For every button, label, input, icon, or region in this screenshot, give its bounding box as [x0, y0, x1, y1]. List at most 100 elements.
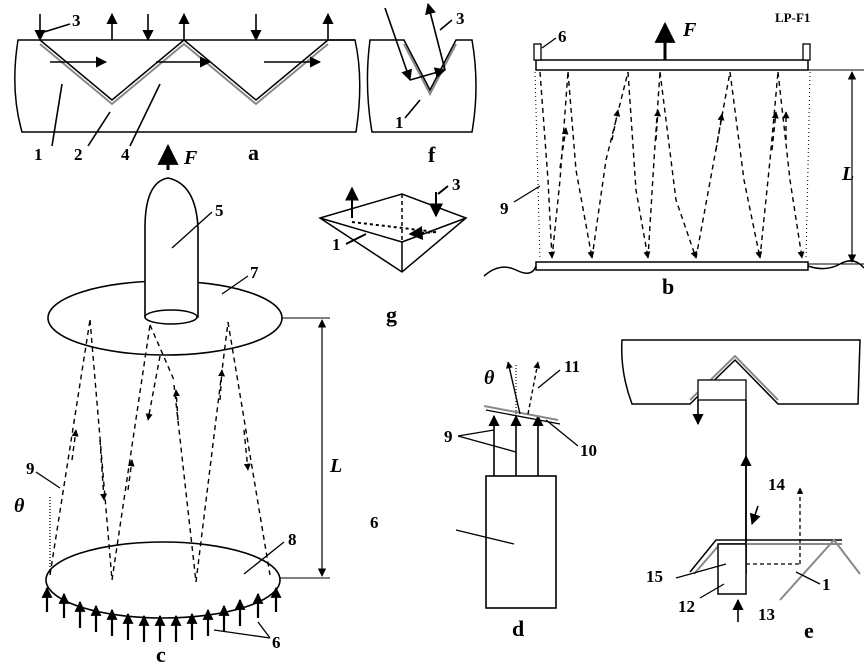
- leader-line: [795, 571, 821, 585]
- label-1: 1: [395, 113, 404, 132]
- leader-line: [221, 275, 249, 295]
- leader-line: [213, 629, 271, 639]
- panel-f-plate: [366, 39, 477, 133]
- leader-line: [129, 83, 161, 147]
- theta-label: θ: [14, 495, 25, 517]
- panel-e-letter: e: [804, 618, 814, 643]
- panel-a-letter: a: [248, 140, 259, 165]
- panel-f: 3 1 f: [366, 2, 477, 167]
- label-1: 1: [34, 145, 43, 164]
- sail-tab: [533, 43, 542, 61]
- label-3: 3: [72, 11, 81, 30]
- label-9: 9: [26, 459, 35, 478]
- beam-edge: [534, 71, 541, 261]
- leader-line: [699, 583, 725, 599]
- laser-array: [41, 586, 282, 642]
- panel-g-letter: g: [386, 302, 397, 327]
- incident-ray: [749, 505, 761, 526]
- label-13: 13: [758, 605, 775, 624]
- length-label: L: [841, 163, 854, 185]
- rocket-nozzle: [144, 309, 198, 325]
- panel-a-coating: [39, 42, 329, 106]
- leader-line: [675, 563, 727, 579]
- panel-e-upper-plate: [620, 339, 861, 405]
- leader-line: [541, 37, 557, 49]
- panel-f-coating: [403, 43, 457, 97]
- label-11: 11: [564, 357, 580, 376]
- panel-b-letter: b: [662, 274, 674, 299]
- leader-line: [87, 111, 111, 147]
- laser-rays: [539, 71, 805, 259]
- label-8: 8: [288, 530, 297, 549]
- panel-g: 3 1 g: [318, 175, 468, 327]
- reflected-beam: [527, 361, 541, 415]
- label-3: 3: [452, 175, 461, 194]
- reflected-beam: [506, 361, 521, 415]
- panel-c-letter: c: [156, 642, 166, 666]
- leader-line: [513, 185, 541, 203]
- panel-a-plate: [14, 39, 361, 133]
- leader-line: [537, 369, 561, 389]
- pyramid-edge: [319, 217, 403, 243]
- leader-line: [457, 435, 517, 453]
- incident-ray: [384, 7, 412, 82]
- label-2: 2: [74, 145, 83, 164]
- internal-ray: [351, 221, 437, 233]
- leader-line: [345, 233, 367, 245]
- pyramid-outline: [318, 193, 468, 273]
- ground-line: [483, 265, 537, 277]
- panel-c: F 5 7 8 θ 9: [14, 143, 342, 667]
- leader-line: [43, 23, 71, 33]
- internal-ray: [408, 226, 437, 241]
- lower-mirror: [535, 261, 809, 271]
- force-label: F: [183, 147, 198, 169]
- beam-box: [697, 379, 747, 401]
- label-9: 9: [500, 199, 509, 218]
- force-label: F: [682, 19, 697, 41]
- label-15: 15: [646, 567, 663, 586]
- length-label: L: [329, 455, 342, 477]
- laser-rays: [49, 319, 271, 583]
- leader-line: [439, 19, 453, 31]
- label-1: 1: [822, 575, 831, 594]
- leader-line: [437, 185, 449, 195]
- label-5: 5: [215, 201, 224, 220]
- panel-b: LP-F1 F 6: [483, 10, 864, 299]
- label-6: 6: [370, 513, 379, 532]
- leader-line: [457, 429, 495, 437]
- laser-unit: [485, 475, 557, 609]
- label-1: 1: [332, 235, 341, 254]
- sail-tab: [802, 43, 811, 61]
- label-10: 10: [580, 441, 597, 460]
- label-9: 9: [444, 427, 453, 446]
- panel-d-letter: d: [512, 616, 524, 641]
- leader-line: [51, 83, 63, 147]
- label-12: 12: [678, 597, 695, 616]
- ground-line: [807, 260, 864, 270]
- label-6: 6: [558, 27, 567, 46]
- leader-line: [257, 621, 271, 639]
- panel-e: 14 15 12 13 1 e: [620, 339, 861, 643]
- beam-edge: [805, 71, 811, 261]
- leader-line: [455, 529, 515, 545]
- leader-line: [545, 419, 579, 447]
- theta-label: θ: [484, 367, 495, 389]
- label-4: 4: [121, 145, 130, 164]
- label-3: 3: [456, 9, 465, 28]
- label-6: 6: [272, 633, 281, 652]
- tilted-mirror: [483, 405, 559, 421]
- prism-element: [717, 543, 747, 595]
- reflected-ray: [425, 2, 446, 71]
- internal-ray: [409, 67, 447, 81]
- figure-code: LP-F1: [775, 10, 810, 25]
- leader-line: [243, 541, 285, 575]
- panel-e-prism-coating: [693, 543, 842, 575]
- label-7: 7: [250, 263, 259, 282]
- leader-line: [171, 211, 213, 249]
- upper-sail: [535, 59, 809, 71]
- leader-line: [404, 99, 421, 119]
- label-14: 14: [768, 475, 786, 494]
- rocket-body: [144, 177, 199, 318]
